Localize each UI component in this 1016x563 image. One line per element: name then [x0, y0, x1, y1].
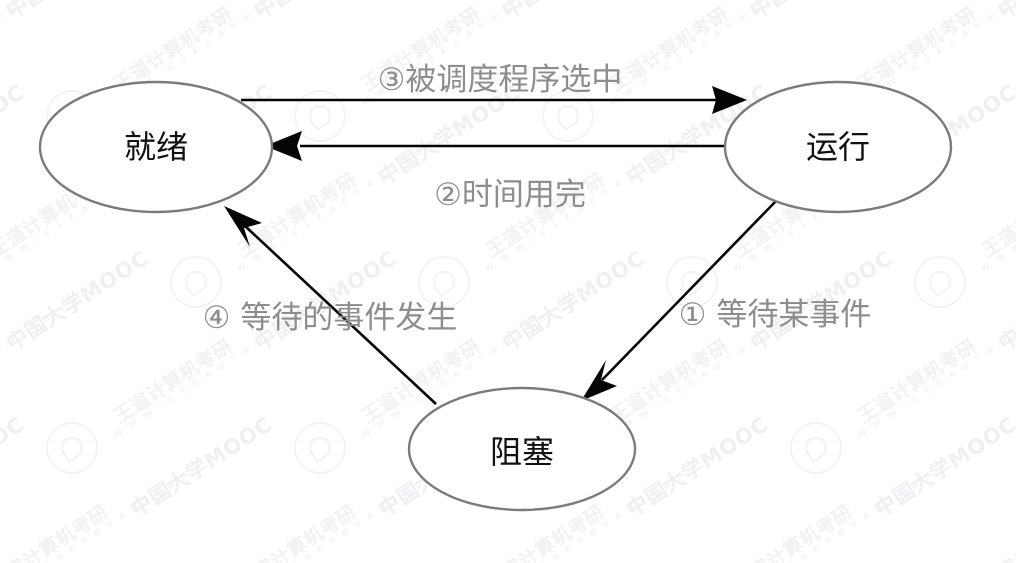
node-blocked[interactable]: 阻塞	[407, 386, 637, 512]
node-ready-ellipse[interactable]	[38, 80, 274, 214]
node-running[interactable]: 运行	[723, 80, 953, 214]
edge-line-1	[601, 199, 778, 381]
node-blocked-ellipse[interactable]	[407, 386, 637, 512]
edge-blocked-to-ready	[224, 206, 437, 405]
arrow-head-1	[581, 360, 617, 401]
arrow-head-3	[712, 86, 747, 114]
edge-label-4: ④ 等待的事件发生	[203, 300, 458, 336]
edge-label-3: ③被调度程序选中	[378, 62, 623, 98]
edge-label-1: ① 等待某事件	[679, 297, 872, 333]
edge-line-4	[244, 225, 437, 405]
node-ready-label: 就绪	[124, 128, 188, 166]
arrow-head-4	[224, 206, 262, 247]
edge-ready-to-running	[241, 86, 747, 114]
edge-running-to-blocked	[581, 199, 778, 401]
edge-running-to-ready	[265, 131, 727, 161]
node-blocked-label: 阻塞	[490, 433, 554, 471]
arrow-head-2	[265, 131, 302, 161]
node-running-ellipse[interactable]	[723, 80, 953, 214]
node-running-label: 运行	[806, 128, 870, 166]
node-ready[interactable]: 就绪	[38, 80, 274, 214]
edge-label-2: ②时间用完	[434, 177, 586, 213]
